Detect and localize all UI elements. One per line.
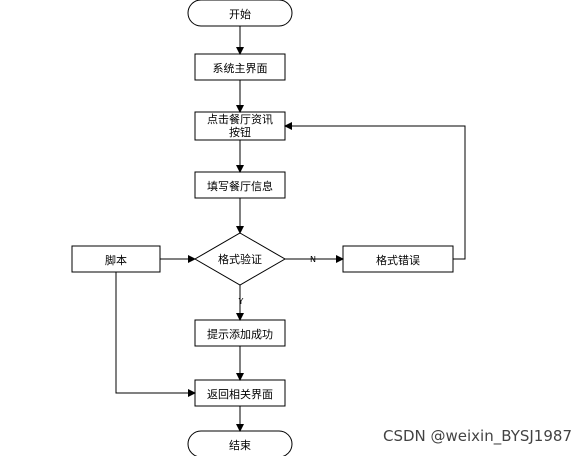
success-label: 提示添加成功 [207, 327, 273, 341]
edge-error-loop-back [284, 122, 466, 260]
return-ui-box [194, 379, 286, 407]
edge-script-to-return [115, 272, 196, 397]
script-label: 脚本 [105, 253, 127, 267]
fill-info-label: 填写餐厅信息 [207, 179, 273, 193]
click-button-label-line2: 按钮 [229, 125, 251, 139]
format-error-label: 格式错误 [376, 253, 420, 267]
fill-info-box [194, 171, 286, 199]
edge-label-yes: Y [238, 297, 244, 306]
watermark-text: CSDN @weixin_BYSJ1987 [382, 427, 572, 445]
return-ui-label: 返回相关界面 [207, 387, 273, 401]
main-ui-box [194, 53, 286, 81]
start-label: 开始 [229, 7, 251, 21]
end-label: 结束 [229, 439, 251, 452]
click-button-label-line1: 点击餐厅资讯 [207, 112, 273, 126]
edge-label-no: N [310, 255, 316, 264]
success-box [194, 319, 286, 347]
main-ui-label: 系统主界面 [213, 62, 268, 75]
validate-label: 格式验证 [218, 252, 262, 266]
